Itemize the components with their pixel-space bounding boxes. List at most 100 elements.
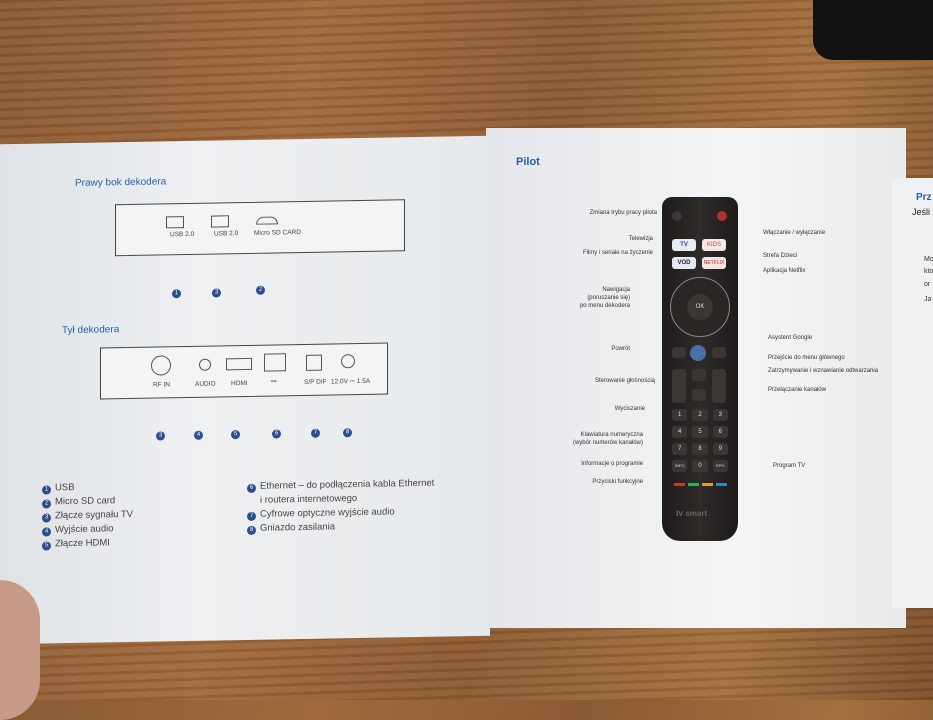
decoder-side-drawing: USB 2.0 USB 2.0 Micro SD CARD (115, 199, 405, 257)
decoder-device-corner (813, 0, 933, 60)
marker: 8 (343, 428, 352, 438)
back-title: Tył dekodera (62, 324, 120, 337)
next-page-text: Jeśli (912, 207, 931, 217)
element: INFO (672, 460, 688, 472)
element: 7 (311, 421, 324, 439)
marker: 5 (231, 430, 240, 440)
element: 4 (194, 423, 207, 441)
annotation: Filmy i seriale na życzenie (582, 250, 653, 256)
marker: 2 (256, 285, 265, 295)
annotation: (wybór numerów kanałów) (572, 440, 643, 446)
legend-item: Cyfrowe optyczne wyjście audio (260, 506, 395, 520)
annotation: Strefa Dzieci (763, 253, 798, 259)
legend-item: Gniazdo zasilania (260, 521, 335, 534)
manual-next-page: Prz Jeśli Mo kto or Ja (892, 178, 933, 608)
google-assistant-button (690, 345, 706, 361)
power-port (341, 354, 355, 369)
element: 3 (156, 423, 169, 441)
marker: 3 (156, 431, 165, 441)
tv-button: TV (672, 239, 696, 251)
element: 9 (712, 443, 728, 455)
ok-button: OK (687, 294, 713, 320)
rf-in-port (151, 355, 171, 376)
port-label: AUDIO (195, 380, 216, 388)
element: 5 (692, 426, 708, 438)
element: 7 (247, 511, 256, 521)
side-title: Prawy bok dekodera (75, 176, 167, 189)
element: 1 (672, 409, 688, 421)
annotation: Telewizja (628, 236, 653, 242)
spdif-port (306, 354, 322, 371)
element: 3 (212, 280, 225, 298)
annotation: Zatrzymywanie i wznawianie odtwarzania (768, 368, 879, 374)
annotation: Nawigacja (602, 287, 630, 293)
element: Prz (916, 192, 932, 203)
element: 7 (672, 443, 688, 455)
element: 8 (343, 420, 356, 438)
annotation: Program TV (773, 463, 806, 469)
channel-rocker (712, 369, 726, 403)
annotation: Klawiatura numeryczna (580, 432, 643, 438)
port-label: RF IN (153, 381, 170, 389)
port-label: Micro SD CARD (254, 229, 301, 237)
play-pause-button (692, 369, 706, 381)
element: Mo (924, 256, 933, 263)
element (702, 483, 713, 486)
marker: 1 (172, 289, 181, 299)
port-label: USB 2.0 (170, 230, 195, 239)
mute-button (692, 389, 706, 401)
annotation: Informacje o programie (581, 461, 643, 467)
element (716, 483, 727, 486)
marker: 6 (272, 429, 281, 439)
kids-button: KIDS (702, 239, 726, 251)
legend-item: Złącze HDMI (55, 537, 110, 550)
element (688, 483, 699, 486)
netflix-button: NETFLIX (702, 257, 726, 269)
annotation: Wyciszanie (614, 406, 645, 412)
element: 5 (42, 541, 51, 551)
port-label: ⚯ (271, 378, 277, 386)
annotation: Aplikacja Netflix (763, 268, 806, 274)
marker: 4 (194, 430, 203, 440)
element: 2 (256, 278, 269, 296)
legend-item: Micro SD card (55, 495, 116, 508)
element: 8 (692, 443, 708, 455)
element: 5 Złącze HDMI (42, 536, 133, 552)
ethernet-port (264, 353, 286, 372)
usb-port (211, 215, 229, 228)
back-button (672, 347, 686, 358)
legend-item: Ethernet – do podłączenia kabla Ethernet (260, 477, 435, 492)
marker: 7 (311, 428, 320, 438)
element: 4 (42, 527, 51, 537)
element: 3 (42, 513, 51, 523)
element: EPG (712, 460, 728, 472)
port-label: HDMI (231, 379, 248, 388)
sd-slot (256, 216, 278, 225)
function-keys (674, 483, 727, 486)
home-button (712, 347, 726, 358)
element: 4 (672, 426, 688, 438)
annotation: Przejście do menu głównego (768, 355, 845, 361)
mode-button (672, 211, 682, 221)
legend-item: Wyjście audio (55, 523, 114, 536)
finger (0, 580, 40, 720)
port-label: S/P DIF (304, 378, 327, 386)
element: 6 (712, 426, 728, 438)
element: 5 (231, 422, 244, 440)
annotation: Przyciski funkcyjne (592, 479, 643, 485)
pilot-title: Pilot (516, 156, 540, 168)
element: 1 (172, 281, 185, 299)
element (674, 483, 685, 486)
marker: 3 (212, 288, 221, 298)
annotation: (poruszanie się) (587, 295, 630, 301)
element: 6 (272, 421, 285, 439)
annotation: Powrót (611, 346, 630, 352)
annotation: po menu dekodera (579, 303, 630, 309)
element: 1 (42, 485, 51, 495)
element: 8 (247, 525, 256, 535)
power-button (717, 211, 727, 221)
